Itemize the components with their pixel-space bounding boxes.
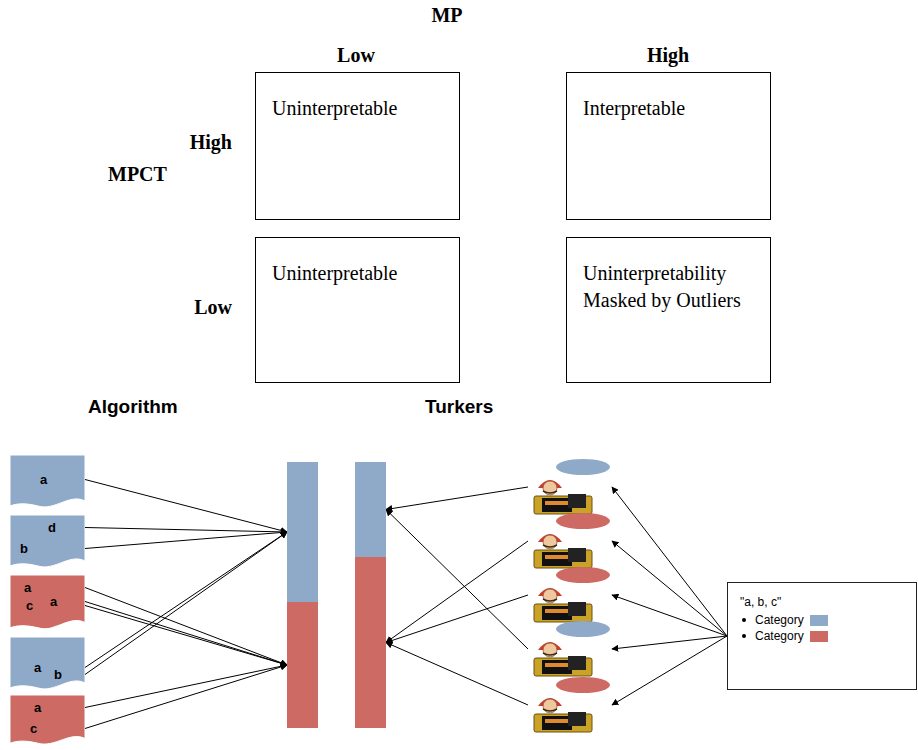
arrow-connector [612,487,727,636]
arrow-connector [386,595,528,643]
axis-header: MPCT [108,163,167,186]
arrow-connector [386,510,528,650]
legend-text: Category [755,629,804,643]
legend-text: Category [755,613,804,627]
legend-swatch [810,631,828,642]
arrow-connector [612,541,727,636]
matrix-cell: Uninterpretability Masked by Outliers [566,237,771,383]
arrow-connector [85,532,287,549]
bar-segment [287,602,318,728]
arrow-connector [386,541,528,643]
matrix-cell: Uninterpretable [255,72,460,220]
document-shape [10,455,85,510]
cell-text: Uninterpretable [272,260,445,287]
bullet-dot [742,634,746,638]
legend-item: Category [742,629,906,643]
axis-header: High [647,44,689,67]
turker-node [528,458,612,516]
document-shape [10,637,85,692]
arrow-connector [85,528,287,533]
word-token: a [40,473,47,486]
turker-figure [528,458,612,516]
document-shape [10,575,85,632]
legend-item: Category [742,613,906,627]
arrow-connector [85,665,287,708]
turker-node [528,566,612,624]
document-shape: db [10,515,85,570]
word-token: a [34,661,41,674]
legend-swatch [810,615,828,626]
arrow-connector [85,606,287,666]
cell-text: Uninterpretability Masked by Outliers [583,260,756,314]
section-title: Algorithm [88,396,178,418]
arrow-connector [85,665,287,729]
axis-header: High [190,131,232,154]
arrow-connector [386,643,528,706]
question-text: "a, b, c" [740,595,906,609]
word-token: a [34,701,41,714]
arrow-connector [612,636,727,705]
word-token: b [20,542,28,555]
document-shape: aca [10,575,85,632]
word-token: a [50,595,57,608]
turker-node [528,620,612,678]
bullet-dot [742,618,746,622]
turker-figure [528,512,612,570]
cell-text: Uninterpretable [272,95,445,122]
arrow-connector [612,595,727,636]
word-token: c [26,599,33,612]
question-box: "a, b, c"CategoryCategory [727,582,917,690]
arrow-connector [85,532,287,675]
matrix-cell: Interpretable [566,72,771,220]
document-shape: ac [10,695,85,747]
arrow-connector [85,480,287,533]
bar-segment [355,557,386,728]
document-shape [10,695,85,747]
matrix-cell: Uninterpretable [255,237,460,383]
axis-header: Low [337,44,375,67]
word-token: c [30,722,37,735]
turker-figure [528,566,612,624]
arrow-connector [386,487,528,510]
document-shape: ab [10,637,85,692]
axis-header: MP [431,4,462,27]
turker-figure [528,676,612,734]
bar-segment [287,462,318,602]
arrow-connector [85,532,287,668]
arrow-connector [85,602,287,666]
axis-header: Low [194,296,232,319]
document-shape: a [10,455,85,510]
turker-node [528,676,612,734]
bar-segment [355,462,386,557]
word-token: d [48,521,56,534]
cell-text: Interpretable [583,95,756,122]
turker-figure [528,620,612,678]
turker-node [528,512,612,570]
word-token: a [24,581,31,594]
arrow-connector [612,636,727,649]
section-title: Turkers [425,396,493,418]
word-token: b [54,668,62,681]
